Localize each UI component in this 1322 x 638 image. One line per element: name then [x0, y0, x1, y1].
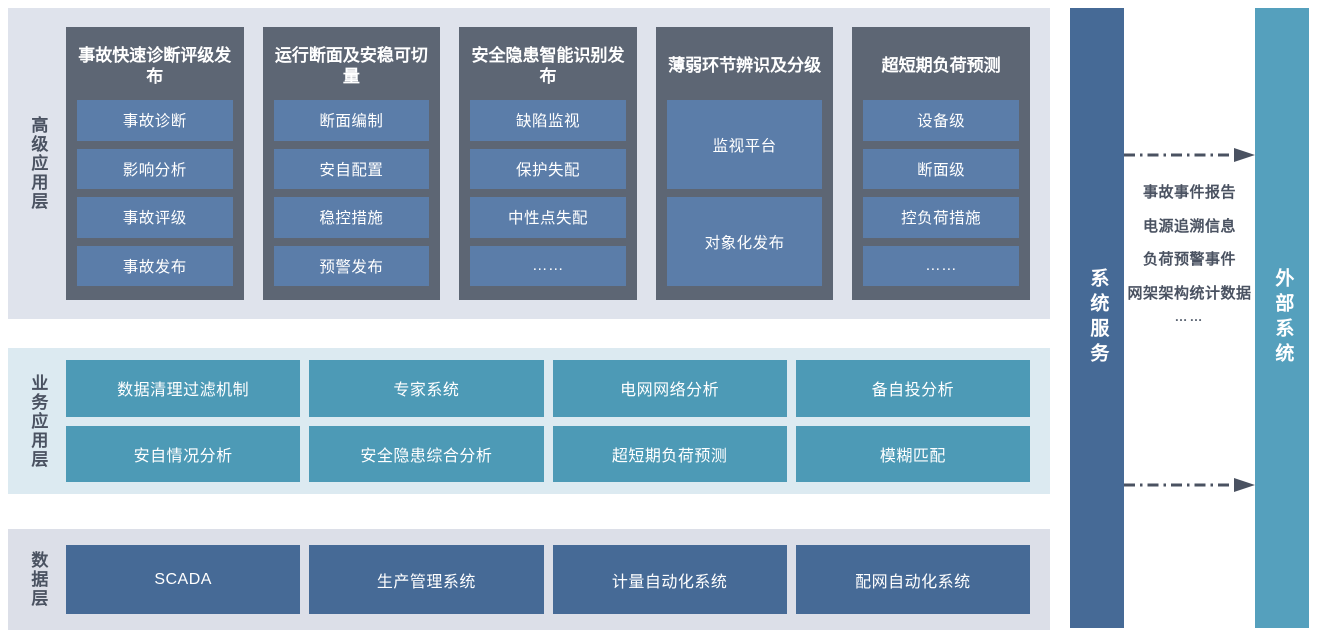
layer-data-cells: SCADA 生产管理系统 计量自动化系统 配网自动化系统: [66, 529, 1050, 630]
adv-item[interactable]: 稳控措施: [273, 197, 430, 238]
adv-item-ellipsis[interactable]: ……: [470, 245, 626, 286]
connector-label: 电源追溯信息: [1142, 217, 1236, 235]
layer-advanced-columns: 事故快速诊断评级发布 事故诊断 影响分析 事故评级 事故发布 运行断面及安稳可切…: [66, 8, 1050, 319]
adv-column-title: 安全隐患智能识别发布: [471, 45, 625, 86]
layer-advanced-application: 高级应用层 事故快速诊断评级发布 事故诊断 影响分析 事故评级 事故发布 运行断…: [8, 8, 1050, 319]
adv-item[interactable]: 设备级: [863, 100, 1019, 141]
connector-label: 网架架构统计数据: [1127, 284, 1252, 302]
adv-item[interactable]: 影响分析: [77, 148, 233, 189]
data-cell[interactable]: SCADA: [66, 545, 301, 614]
adv-item[interactable]: 事故发布: [77, 245, 233, 286]
adv-column-items: 断面编制 安自配置 稳控措施 预警发布: [273, 100, 430, 286]
adv-column-title: 事故快速诊断评级发布: [78, 45, 232, 86]
adv-item[interactable]: 保护失配: [470, 148, 626, 189]
system-services-bar[interactable]: 系统服务: [1070, 8, 1124, 628]
layer-business-rows: 数据清理过滤机制 专家系统 电网网络分析 备自投分析 安自情况分析 安全隐患综合…: [66, 348, 1050, 494]
business-cell[interactable]: 备自投分析: [795, 360, 1030, 417]
data-cell[interactable]: 配网自动化系统: [795, 545, 1030, 614]
adv-column-operating-section[interactable]: 运行断面及安稳可切量 断面编制 安自配置 稳控措施 预警发布: [262, 27, 441, 300]
layer-label-advanced: 高级应用层: [28, 116, 48, 211]
external-system-label: 外部系统: [1272, 268, 1294, 368]
adv-column-items: 监视平台 对象化发布: [666, 100, 823, 286]
adv-column-weak-link[interactable]: 薄弱环节辨识及分级 监视平台 对象化发布: [655, 27, 834, 300]
adv-item[interactable]: 中性点失配: [470, 197, 626, 238]
adv-item[interactable]: 断面级: [863, 148, 1019, 189]
business-cell[interactable]: 专家系统: [309, 360, 544, 417]
business-cell[interactable]: 模糊匹配: [795, 425, 1030, 482]
arrow-right-top-icon: [1124, 148, 1255, 162]
adv-item[interactable]: 对象化发布: [666, 197, 823, 286]
adv-item[interactable]: 预警发布: [273, 245, 430, 286]
layer-label-data: 数据层: [28, 551, 48, 608]
business-cell[interactable]: 数据清理过滤机制: [66, 360, 301, 417]
adv-column-items: 设备级 断面级 控负荷措施 ……: [863, 100, 1019, 286]
adv-item[interactable]: 控负荷措施: [863, 197, 1019, 238]
adv-column-items: 事故诊断 影响分析 事故评级 事故发布: [77, 100, 233, 286]
business-cell[interactable]: 安自情况分析: [66, 425, 301, 482]
business-cell[interactable]: 电网网络分析: [552, 360, 787, 417]
adv-item[interactable]: 断面编制: [273, 100, 430, 141]
adv-item-ellipsis[interactable]: ……: [863, 245, 1019, 286]
layer-label-business: 业务应用层: [28, 373, 48, 469]
adv-column-title: 运行断面及安稳可切量: [274, 45, 428, 86]
business-cell[interactable]: 超短期负荷预测: [552, 425, 787, 482]
adv-item[interactable]: 事故评级: [77, 197, 233, 238]
business-row: 数据清理过滤机制 专家系统 电网网络分析 备自投分析: [66, 360, 1030, 417]
connector-labels: 事故事件报告 电源追溯信息 负荷预警事件 网架架构统计数据 ……: [1124, 183, 1255, 324]
connector-label: 事故事件报告: [1142, 184, 1236, 201]
adv-column-title: 薄弱环节辨识及分级: [668, 56, 822, 76]
layer-business-application: 业务应用层 数据清理过滤机制 专家系统 电网网络分析 备自投分析 安自情况分析 …: [8, 348, 1050, 494]
connector-label: 负荷预警事件: [1142, 251, 1236, 268]
business-cell[interactable]: 安全隐患综合分析: [309, 425, 544, 482]
connector-column: 事故事件报告 电源追溯信息 负荷预警事件 网架架构统计数据 ……: [1124, 8, 1255, 628]
adv-item[interactable]: 安自配置: [273, 148, 430, 189]
connector-ellipsis: ……: [1174, 309, 1205, 324]
arrow-right-bottom-icon: [1124, 478, 1255, 492]
external-system-bar[interactable]: 外部系统: [1255, 8, 1309, 628]
adv-column-items: 缺陷监视 保护失配 中性点失配 ……: [470, 100, 626, 286]
data-cell[interactable]: 计量自动化系统: [552, 545, 787, 614]
adv-item[interactable]: 事故诊断: [77, 100, 233, 141]
layer-data: 数据层 SCADA 生产管理系统 计量自动化系统 配网自动化系统: [8, 529, 1050, 630]
system-services-label: 系统服务: [1087, 268, 1109, 368]
adv-item[interactable]: 缺陷监视: [470, 100, 626, 141]
adv-column-safety-hazard[interactable]: 安全隐患智能识别发布 缺陷监视 保护失配 中性点失配 ……: [459, 27, 637, 300]
business-row: 安自情况分析 安全隐患综合分析 超短期负荷预测 模糊匹配: [66, 425, 1030, 482]
adv-item[interactable]: 监视平台: [666, 100, 823, 189]
data-cell[interactable]: 生产管理系统: [309, 545, 544, 614]
adv-column-ultra-short-term-load[interactable]: 超短期负荷预测 设备级 断面级 控负荷措施 ……: [852, 27, 1030, 300]
adv-column-title: 超短期负荷预测: [881, 56, 1001, 76]
adv-column-accident-diagnosis[interactable]: 事故快速诊断评级发布 事故诊断 影响分析 事故评级 事故发布: [66, 27, 244, 300]
